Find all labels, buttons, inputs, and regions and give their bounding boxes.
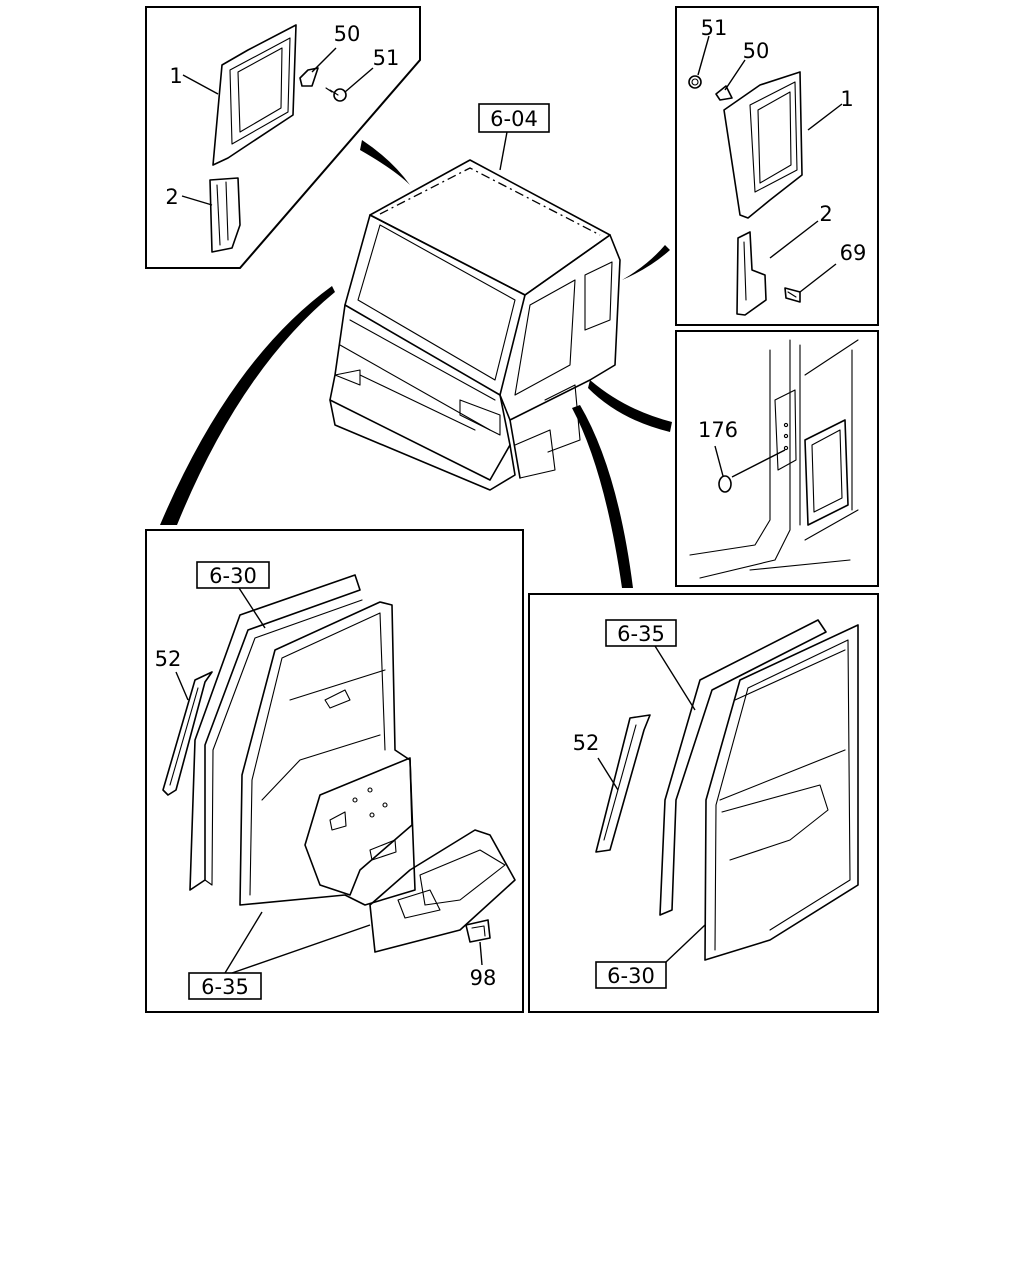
- callout-69: 69: [840, 241, 867, 265]
- panel-bottom-left: 6-30 6-35 52 98: [145, 529, 524, 1013]
- callout-98: 98: [470, 966, 497, 990]
- panel-top-left: 1 2 50 51: [145, 6, 421, 269]
- callout-176: 176: [698, 418, 738, 442]
- callout-6-35: 6-35: [617, 622, 665, 646]
- callout-1: 1: [840, 87, 853, 111]
- ref-box-6-04: 6-04: [478, 103, 550, 171]
- callout-6-35: 6-35: [201, 975, 249, 999]
- cab-body-illustration: [329, 159, 621, 491]
- callout-1: 1: [169, 64, 182, 88]
- callout-51: 51: [373, 46, 400, 70]
- pointer-arrows: [160, 140, 672, 588]
- panel-middle-right: 176: [675, 330, 879, 587]
- callout-6-04: 6-04: [490, 107, 538, 131]
- callout-50: 50: [743, 39, 770, 63]
- callout-2: 2: [819, 202, 832, 226]
- callout-2: 2: [165, 185, 178, 209]
- panel-top-right: 51 50 1 2 69: [675, 6, 879, 326]
- callout-6-30: 6-30: [209, 564, 257, 588]
- callout-6-30: 6-30: [607, 964, 655, 988]
- callout-51: 51: [701, 16, 728, 40]
- callout-52: 52: [573, 731, 600, 755]
- callout-50: 50: [334, 22, 361, 46]
- panel-bottom-right: 6-35 6-30 52: [528, 593, 879, 1013]
- callout-52: 52: [155, 647, 182, 671]
